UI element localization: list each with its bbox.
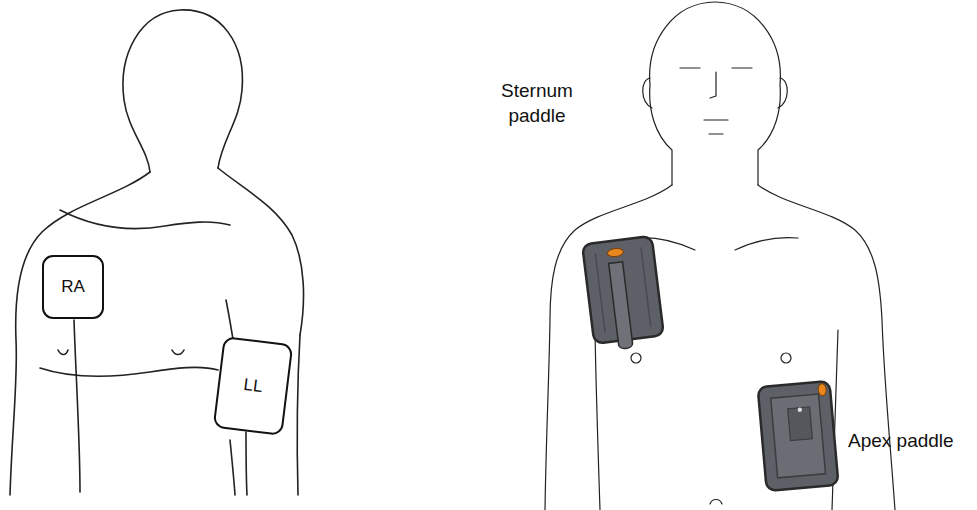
chest-line bbox=[40, 367, 218, 376]
torso-side bbox=[230, 440, 235, 495]
torso-side bbox=[595, 330, 838, 510]
paddle-label: Sternum paddle bbox=[492, 78, 582, 128]
lead-wire bbox=[74, 320, 80, 492]
pad-label: LL bbox=[242, 375, 263, 397]
lead-wire bbox=[246, 432, 247, 495]
electrode-pad: RA bbox=[42, 255, 104, 319]
navel bbox=[710, 500, 722, 505]
collarbone bbox=[632, 238, 798, 250]
neck-line bbox=[60, 210, 230, 229]
nipple bbox=[58, 350, 68, 355]
ear bbox=[643, 78, 652, 108]
head-outline bbox=[650, 2, 781, 185]
nipple bbox=[781, 353, 791, 363]
nipple bbox=[631, 353, 641, 363]
sternum-paddle bbox=[582, 236, 665, 352]
shoulder-line bbox=[758, 185, 895, 510]
arm-line bbox=[297, 335, 300, 495]
ear bbox=[778, 78, 787, 108]
shoulder-line bbox=[545, 185, 672, 510]
apex-paddle bbox=[758, 381, 839, 491]
electrode-pad: LL bbox=[213, 336, 294, 436]
shoulder-line bbox=[10, 172, 150, 495]
paddle-label: Apex paddle bbox=[848, 428, 954, 453]
head-outline bbox=[123, 10, 242, 172]
eye bbox=[680, 67, 752, 68]
nose bbox=[710, 72, 716, 98]
pad-label: RA bbox=[61, 277, 85, 297]
shoulder-line bbox=[218, 168, 304, 335]
mouth bbox=[704, 120, 728, 134]
nipple bbox=[172, 350, 184, 355]
